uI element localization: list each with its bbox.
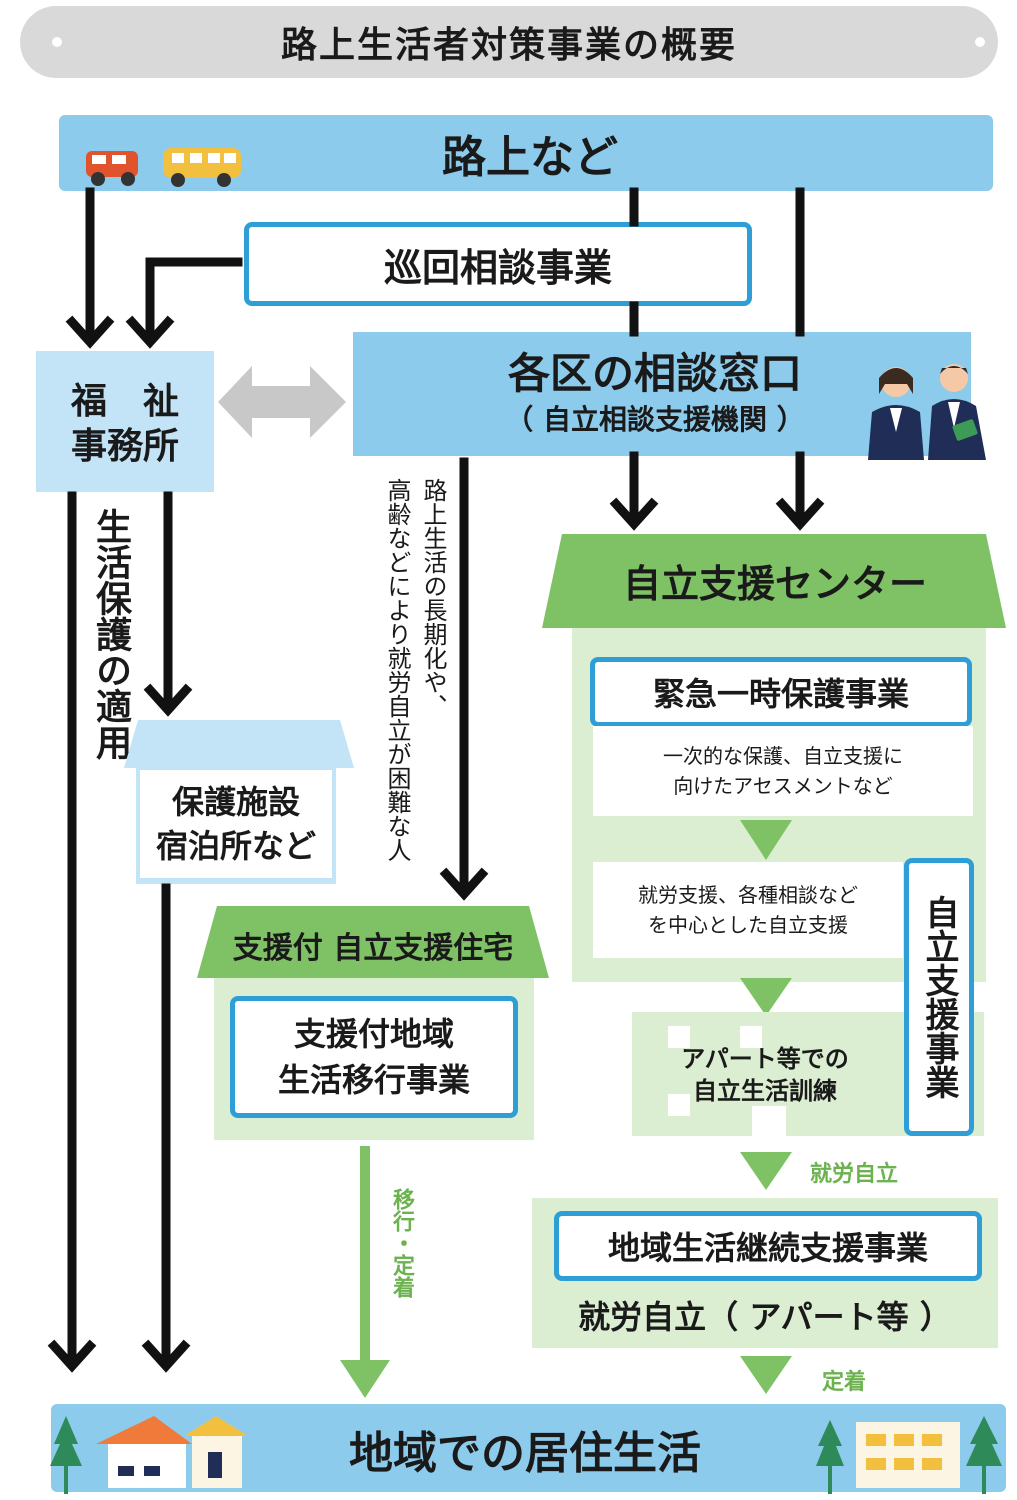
- employment-support-line2: を中心とした自立支援: [648, 913, 848, 937]
- apartment-door: [752, 1106, 786, 1136]
- street-label: 路上など: [442, 132, 618, 183]
- self-reliance-program-label: 自立支援事業: [919, 895, 959, 1099]
- ward-desk-label: 各区の相談窓口: [507, 348, 802, 398]
- apartment-window-1: [668, 1026, 690, 1048]
- ward-desk-box: [353, 332, 971, 456]
- protection-facility-line2: 宿泊所など: [155, 827, 316, 865]
- continuation-result: 就労自立（ アパート等 ）: [578, 1298, 952, 1336]
- protection-roof: [124, 720, 354, 768]
- apartment-training-line1: アパート等での: [681, 1045, 849, 1073]
- welfare-office-line2: 事務所: [70, 426, 179, 467]
- apartment-window-3: [668, 1094, 690, 1116]
- car-icon: [86, 151, 138, 186]
- center-roof-label: 自立支援センター: [622, 561, 927, 606]
- page-title: 路上生活者対策事業の概要: [20, 6, 998, 78]
- assessment-box: 一次的な保護、自立支援に 向けたアセスメントなど: [593, 726, 973, 816]
- support-housing-roof: [197, 906, 549, 978]
- apartment-training-text: アパート等での 自立生活訓練: [640, 1040, 890, 1110]
- emergency-box: 緊急一時保護事業: [590, 657, 972, 727]
- ward-desk-sub: （ 自立相談支援機関 ）: [505, 403, 805, 436]
- transition-label: 移行・定着: [389, 1188, 414, 1298]
- support-housing-program-box: 支援付地域 生活移行事業: [230, 996, 518, 1118]
- community-label: 地域での居住生活: [349, 1428, 701, 1479]
- apartment-building-icon: [816, 1416, 1002, 1494]
- center-roof: [542, 534, 1006, 628]
- arrow-down-triangle-1: [740, 820, 792, 860]
- outreach-box: 巡回相談事業: [244, 222, 752, 306]
- apartment-window-2: [740, 1026, 762, 1048]
- title-dot-right: [975, 37, 985, 47]
- assessment-line2: 向けたアセスメントなど: [673, 774, 893, 798]
- bus-icon: [163, 148, 241, 187]
- continuation-program-label: 地域生活継続支援事業: [607, 1229, 928, 1267]
- houses-icon: [50, 1416, 248, 1494]
- outreach-label: 巡回相談事業: [383, 245, 612, 290]
- welfare-office-line1: 福 祉: [70, 381, 179, 422]
- employment-support-box: 就労支援、各種相談など を中心とした自立支援: [593, 862, 903, 958]
- long-term-note-line1: 路上生活の長期化や、: [419, 478, 447, 718]
- employment-label: 就労自立: [810, 1162, 899, 1187]
- title-text: 路上生活者対策事業の概要: [280, 25, 737, 66]
- support-housing-roof-label: 支援付 自立支援住宅: [232, 931, 514, 966]
- staff-icon: [868, 364, 986, 460]
- settle-label: 定着: [822, 1370, 867, 1395]
- support-housing-program-line1: 支援付地域: [293, 1015, 454, 1053]
- protection-facility-box: 保護施設 宿泊所など: [140, 770, 332, 878]
- long-term-note-line2: 高齢などにより就労自立が困難な人: [383, 478, 411, 862]
- arrow-down-triangle-4: [740, 1356, 792, 1394]
- emergency-label: 緊急一時保護事業: [652, 675, 909, 713]
- livelihood-label: 生活保護の適用: [90, 508, 131, 760]
- arrow-down-triangle-2: [740, 978, 792, 1016]
- arrow-down-triangle-3: [740, 1152, 792, 1190]
- continuation-program-box: 地域生活継続支援事業: [554, 1211, 982, 1281]
- assessment-line1: 一次的な保護、自立支援に: [663, 744, 903, 768]
- employment-support-line1: 就労支援、各種相談など: [638, 883, 858, 907]
- support-housing-program-line2: 生活移行事業: [277, 1061, 470, 1099]
- protection-facility-line1: 保護施設: [171, 783, 300, 821]
- self-reliance-program-box: 自立支援事業: [904, 858, 974, 1136]
- title-dot-left: [52, 37, 62, 47]
- welfare-office-box: [36, 351, 214, 492]
- apartment-training-line2: 自立生活訓練: [693, 1077, 837, 1105]
